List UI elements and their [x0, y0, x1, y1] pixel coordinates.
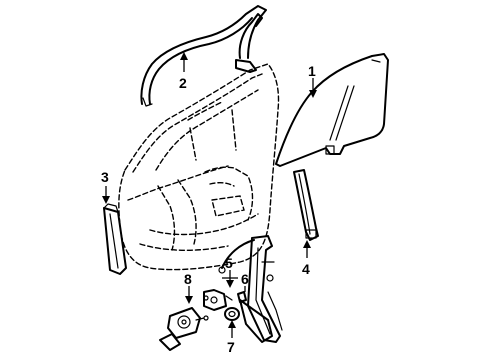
- callout-leaders: [102, 52, 317, 338]
- regulator-bracket: [203, 289, 233, 311]
- front-run-channel: [103, 203, 127, 275]
- callout-1: 1: [308, 63, 316, 79]
- callout-8: 8: [184, 271, 192, 287]
- window-regulator: [218, 235, 283, 343]
- regulator-motor-gear: [224, 307, 240, 321]
- callout-4: 4: [302, 261, 310, 277]
- callout-5: 5: [225, 255, 233, 271]
- door-glass: [275, 53, 389, 167]
- callout-2: 2: [179, 75, 187, 91]
- rear-run-channel: [293, 169, 319, 241]
- callout-3: 3: [101, 169, 109, 185]
- door-shell-outline: [118, 63, 280, 271]
- upper-run-channel: [140, 5, 267, 107]
- callout-labels: 1 2 3 4 5 6 7 8: [101, 63, 316, 355]
- callout-6: 6: [241, 271, 249, 287]
- bolt: [237, 291, 247, 313]
- regulator-motor: [159, 307, 209, 351]
- callout-7: 7: [227, 339, 235, 355]
